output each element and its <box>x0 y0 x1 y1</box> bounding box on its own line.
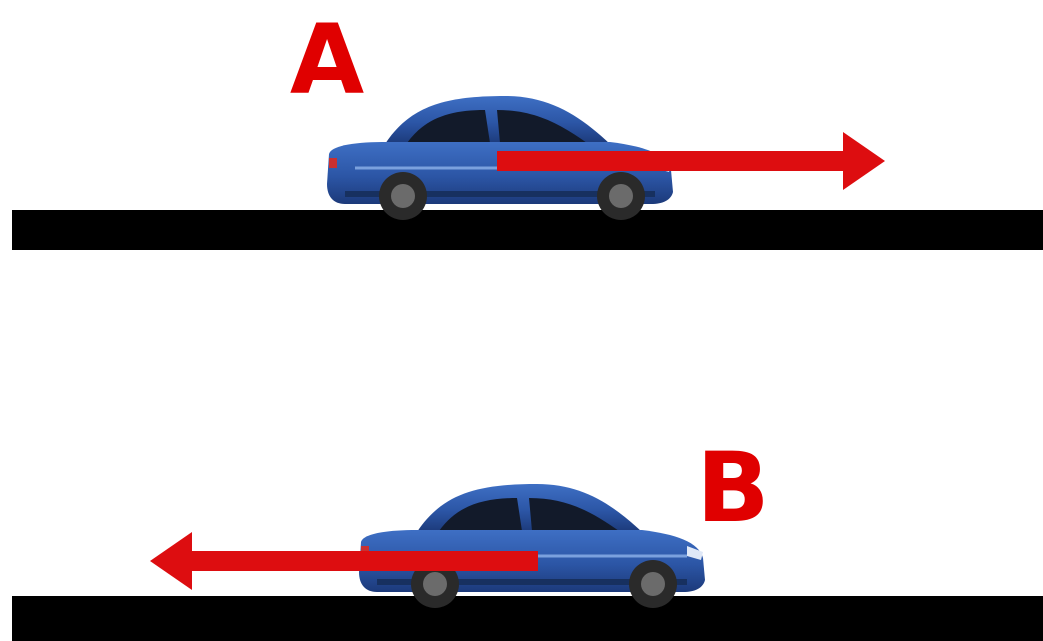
car-b <box>359 484 705 608</box>
arrow-left-car-b <box>150 532 538 590</box>
road-bottom <box>12 596 1043 641</box>
car-b-label: B <box>696 432 769 544</box>
car-a-label: A <box>290 4 364 116</box>
road-top <box>12 210 1043 250</box>
arrow-right-car-a <box>497 132 885 190</box>
